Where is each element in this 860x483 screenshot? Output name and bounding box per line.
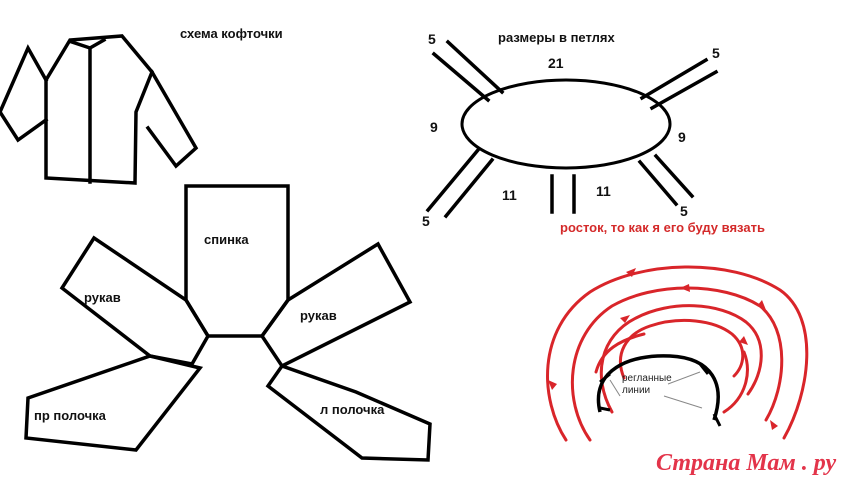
right-front-label: пр полочка — [34, 408, 107, 423]
left-sleeve-label: рукав — [84, 290, 121, 305]
sweater-sketch — [0, 34, 199, 185]
size-corner-bottom-right: 5 — [680, 203, 688, 219]
right-sleeve-piece — [259, 241, 413, 369]
size-top: 21 — [548, 55, 564, 71]
size-right: 9 — [678, 129, 686, 145]
size-left: 9 — [430, 119, 438, 135]
size-corner-bottom-left: 5 — [422, 213, 430, 229]
sizes-diagram — [425, 39, 719, 219]
watermark-logo: Страна Мам . ру — [656, 450, 836, 476]
sizes-title: размеры в петлях — [498, 30, 616, 45]
scheme-title: схема кофточки — [180, 26, 283, 41]
size-bottom-left: 11 — [502, 187, 517, 203]
right-front-piece — [24, 354, 204, 452]
size-corner-top-left: 5 — [428, 31, 436, 47]
growth-caption: росток, то как я его буду вязать — [560, 220, 765, 235]
back-piece — [184, 184, 290, 338]
raglan-label-line2: линии — [622, 385, 650, 396]
left-sleeve-piece — [59, 235, 211, 366]
size-bottom-right: 11 — [596, 183, 611, 199]
raglan-label-line1: регланные — [622, 373, 672, 384]
left-front-piece — [265, 363, 432, 462]
back-label: спинка — [204, 232, 249, 247]
pattern-pieces — [24, 184, 432, 462]
size-corner-top-right: 5 — [712, 45, 720, 61]
left-front-label: л полочка — [320, 402, 385, 417]
knitting-spiral — [546, 265, 809, 442]
right-sleeve-label: рукав — [300, 308, 337, 323]
